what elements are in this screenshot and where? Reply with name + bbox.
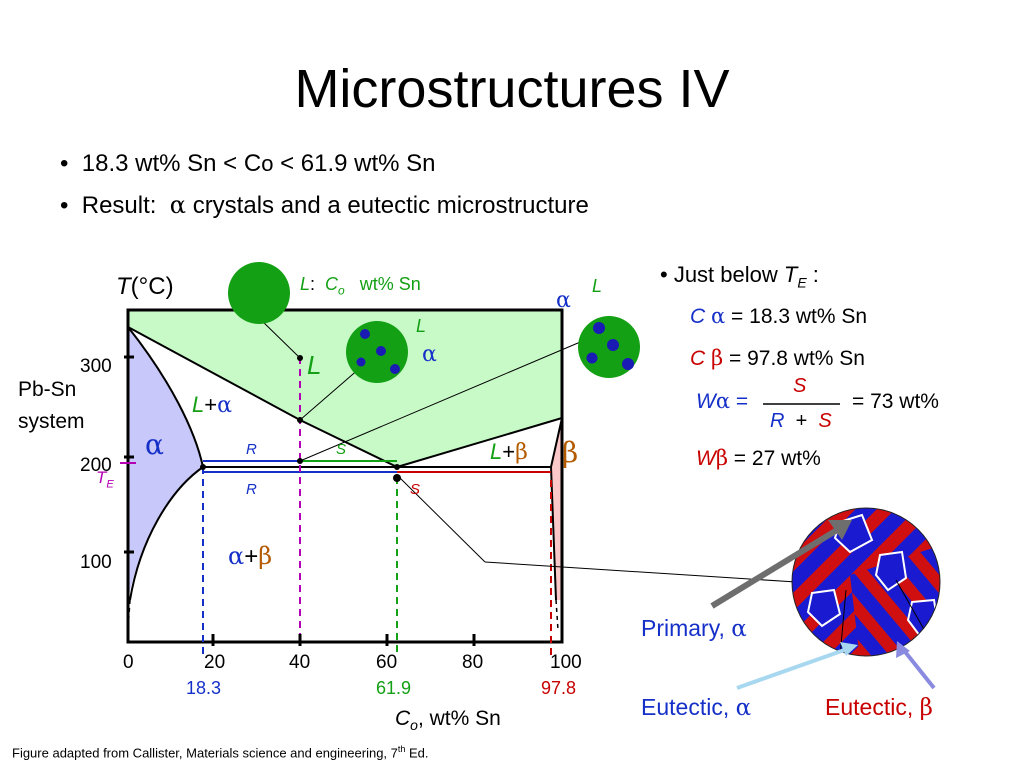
callout-micro (399, 477, 486, 563)
callout-micro2 (484, 561, 797, 583)
label-eutectic-beta: Eutectic, β (825, 694, 933, 721)
x-tick-80: 80 (462, 652, 484, 673)
arrow-eutectic-alpha (736, 646, 851, 690)
c-beta-line: C β = 97.8 wt% Sn (690, 346, 865, 370)
label-primary-alpha: Primary, α (641, 615, 747, 642)
x-tick-100: 100 (550, 652, 582, 673)
beta-region-label: β (562, 436, 579, 469)
arrow-eutectic-beta (900, 646, 936, 690)
figure-credit: Figure adapted from Callister, Materials… (12, 744, 429, 761)
system-label-1: Pb-Sn (18, 378, 77, 401)
arrow-eutectic-beta-head (896, 641, 910, 658)
blob2-l-label: L (592, 276, 603, 296)
just-below-te: • Just below TE : (660, 262, 819, 291)
tie-label-s-upper: S (336, 441, 347, 458)
point-eutectic (394, 464, 400, 470)
bullet-1-text-b: < 61.9 wt% Sn (273, 150, 436, 177)
bullet-result: • Result: α crystals and a eutectic micr… (60, 191, 589, 219)
beta-region (551, 418, 562, 600)
bullet-1-text-a: 18.3 wt% Sn < C (81, 150, 262, 177)
label-eutectic-alpha: Eutectic, α (641, 694, 752, 721)
solvus-beta-dash (555, 599, 559, 631)
tie-label-s-lower: S (410, 481, 421, 498)
solvus-alpha-dash (127, 599, 131, 631)
l-plus-alpha-label: L+α (192, 392, 232, 418)
arrow-primary (710, 524, 844, 609)
arrow-primary-head (828, 520, 852, 540)
solvus-alpha (129, 466, 204, 601)
callout-liquid (258, 317, 301, 359)
slide-title: Microstructures IV (294, 59, 730, 119)
comp-mark-18-3: 18.3 (186, 678, 222, 698)
liquid-blob (228, 262, 290, 324)
y-axis-label: T(°C) (116, 273, 174, 300)
l-alpha-te-blob (578, 316, 640, 378)
y-tick-200: 200 (80, 455, 112, 476)
x-tick-20: 20 (204, 652, 226, 673)
arrow-eutectic-alpha-head (840, 642, 858, 656)
comp-mark-97-8: 97.8 (541, 678, 577, 698)
liquid-co-label: L: Co wt% Sn (300, 274, 421, 298)
w-beta-line: Wβ = 27 wt% (696, 446, 821, 470)
x-ticks (211, 634, 476, 646)
callout-l-alpha (299, 367, 361, 421)
y-ticks (124, 355, 134, 554)
c-alpha-line: C α = 18.3 wt% Sn (690, 304, 868, 328)
bullet-2-text: crystals and a eutectic microstructure (192, 192, 589, 219)
tie-label-r-upper: R (246, 441, 257, 458)
fraction-numerator: S (793, 375, 807, 397)
x-tick-0: 0 (123, 652, 134, 673)
blob-l-label: L (416, 316, 427, 336)
x-tick-60: 60 (376, 652, 398, 673)
alpha-plus-beta-label: α+β (228, 542, 273, 570)
y-tick-300: 300 (80, 356, 112, 377)
l-alpha-blob (346, 321, 408, 383)
y-tick-100: 100 (80, 552, 112, 573)
bullet-2-alpha: α (169, 191, 187, 219)
comp-mark-61-9: 61.9 (376, 678, 412, 698)
x-axis-label: Co, wt% Sn (395, 707, 501, 734)
tie-label-r-lower: R (246, 481, 257, 498)
callout-l-alpha2 (299, 339, 586, 462)
alpha-region (128, 327, 203, 600)
te-label: TE (96, 468, 114, 491)
bullet-2-label: Result: (81, 192, 157, 219)
liquid-region (128, 310, 562, 467)
alpha-region-label: α (145, 428, 164, 461)
x-tick-40: 40 (289, 652, 311, 673)
point-below-te (393, 474, 401, 482)
liquid-region-label: L (307, 350, 322, 380)
blob-alpha-label: α (422, 342, 437, 367)
plot-frame (126, 308, 564, 644)
liquidus-right (396, 417, 563, 468)
l-plus-beta-label: L+β (490, 439, 528, 465)
bullet-1-sub: o (261, 151, 274, 176)
bullet-composition: • 18.3 wt% Sn < Co < 61.9 wt% Sn (60, 150, 436, 177)
eutectic-microstructure (792, 508, 940, 656)
w-alpha-result: = 73 wt% (852, 390, 939, 413)
w-alpha-line: Wα = (696, 389, 749, 413)
microstructure-outline (791, 507, 941, 657)
fraction-denominator: R + S (770, 410, 832, 432)
solidus-alpha (127, 326, 204, 468)
point-alpha-te (200, 464, 206, 470)
blob2-alpha-label: α (556, 288, 571, 313)
system-label-2: system (18, 410, 85, 433)
